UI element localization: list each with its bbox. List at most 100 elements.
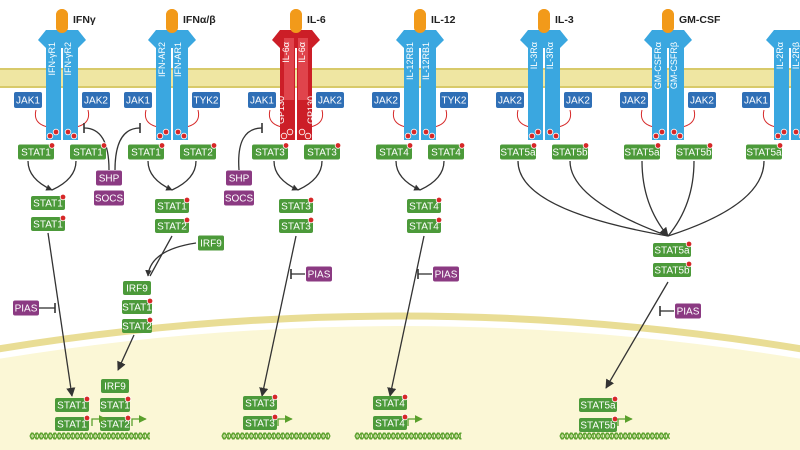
kinase-box: JAK1 (124, 92, 152, 108)
kinase-box-label: JAK2 (318, 96, 342, 107)
dimerization-arrow (517, 160, 669, 237)
phosphate-dot (670, 128, 678, 136)
kinase-box-label: JAK2 (622, 96, 646, 107)
stat-box-label: STAT5a (746, 148, 782, 159)
stat-nuclear-unit-shape (100, 417, 130, 431)
receptor-label: IL-12RB1 (421, 42, 431, 80)
stat-box-shape (180, 144, 216, 160)
stat-dimer-unit-shape (31, 217, 65, 231)
il6-alpha-chain (284, 38, 294, 100)
phosphate-dot (124, 414, 132, 422)
kinase-box: JAK1 (742, 92, 770, 108)
stat-box-label: STAT1 (73, 148, 103, 159)
pias-box-shape (433, 266, 459, 282)
socs-box-label: SOCS (95, 194, 124, 205)
dimerization-arrow (395, 160, 421, 191)
stat-complex-unit-shape (122, 319, 152, 333)
ligand-shape (538, 9, 550, 33)
socs-box-shape (94, 190, 124, 206)
phosphate-dot (146, 316, 154, 324)
stat-dimer-unit: STAT5b (653, 260, 693, 277)
phosphate-dot (100, 142, 108, 149)
shp-box: SHP (226, 170, 252, 186)
irf9-complex-unit: IRF9 (123, 281, 151, 295)
stat-dimer-unit: STAT1 (55, 395, 91, 412)
stat-complex-unit-shape (122, 300, 152, 314)
stat-nuclear-unit-label: STAT2 (100, 420, 130, 431)
transcription-start-arrow (91, 415, 107, 426)
stat-box-shape (252, 144, 288, 160)
socs-box: SOCS (224, 190, 254, 206)
stat-box: STAT5b (552, 142, 590, 160)
receptor-label: IFN-AR1 (173, 42, 183, 77)
stat-box: STAT4 (428, 142, 466, 160)
receptor-chain (421, 30, 436, 140)
dimerization-arrow (569, 160, 669, 237)
stat-dimer-unit: STAT3 (279, 216, 315, 233)
phosphate-dot (83, 395, 91, 403)
inhibition-line (114, 127, 141, 171)
stat-dimer-unit-label: STAT4 (375, 419, 405, 430)
stat-dimer-unit-label: STAT3 (245, 419, 275, 430)
phosphate-dot (307, 196, 315, 204)
ligand-label: IFNα/β (183, 14, 216, 26)
dimerization-arrow (297, 160, 323, 191)
stat-dimer-unit-shape (407, 199, 441, 213)
stat-box-label: STAT5b (552, 148, 588, 159)
irf9-nuclear-unit-shape (101, 379, 129, 393)
stat-dimer-unit: STAT1 (31, 193, 67, 210)
stat-dimer-unit-label: STAT2 (157, 222, 187, 233)
nuclear-translocation-arrow (387, 235, 425, 397)
phosphate-dot (611, 395, 619, 403)
phosphate-dot (48, 142, 56, 149)
gp130-label: GP130 (306, 96, 316, 124)
receptor-label: IL-2Rα (775, 42, 785, 69)
nuclear-translocation-arrow (117, 334, 135, 371)
kinase-box-shape (742, 92, 770, 108)
socs-box-shape (224, 190, 254, 206)
phosphate-dot (210, 142, 218, 149)
receptor-chain (156, 30, 171, 140)
kinase-box-label: JAK1 (126, 96, 150, 107)
stat-dimer-unit: STAT3 (243, 393, 279, 410)
dimerization-arrow (51, 160, 77, 191)
dimerization-arrow (171, 160, 197, 191)
kinase-box: JAK2 (564, 92, 592, 108)
shp-box-shape (226, 170, 252, 186)
transcription-start-arrow (617, 415, 633, 426)
stat-box-shape (428, 144, 464, 160)
stat-box-label: STAT3 (255, 148, 285, 159)
nuclear-translocation-arrow (259, 235, 297, 397)
phosphate-dot (530, 142, 538, 149)
phosphate-dot (611, 415, 619, 423)
stat-dimer-unit-shape (579, 418, 617, 432)
phosphate-dot (180, 132, 188, 140)
phosphate-dot (59, 193, 67, 201)
phosphate-dot (654, 142, 662, 149)
stat-dimer-unit-label: STAT4 (409, 222, 439, 233)
dna-strand (354, 432, 462, 440)
stat-box-shape (128, 144, 164, 160)
inhibition-line (83, 127, 110, 171)
receptor-label: IFN-γR2 (63, 42, 73, 76)
receptor-label: IL-2Rβ (791, 42, 800, 69)
irf9-complex-unit-shape (123, 281, 151, 295)
stat-dimer-unit: STAT4 (373, 413, 409, 430)
receptor-chain (669, 30, 684, 140)
phosphate-dot (676, 132, 684, 140)
dimerization-arrow (667, 160, 765, 237)
stat-box-shape (500, 144, 536, 160)
phosphate-dot (271, 413, 279, 421)
stat-nuclear-unit: STAT1 (100, 395, 132, 412)
phosphate-dot (685, 240, 693, 248)
stat-complex-unit-label: STAT1 (122, 303, 152, 314)
membrane-band (0, 68, 800, 88)
transcription-start-arrow (277, 415, 293, 426)
stat-dimer-unit-label: STAT3 (281, 202, 311, 213)
stat-dimer-unit-label: STAT1 (57, 401, 87, 412)
phosphate-dot (124, 395, 132, 403)
receptor-chain (173, 30, 188, 140)
phosphate-dot (552, 132, 560, 140)
